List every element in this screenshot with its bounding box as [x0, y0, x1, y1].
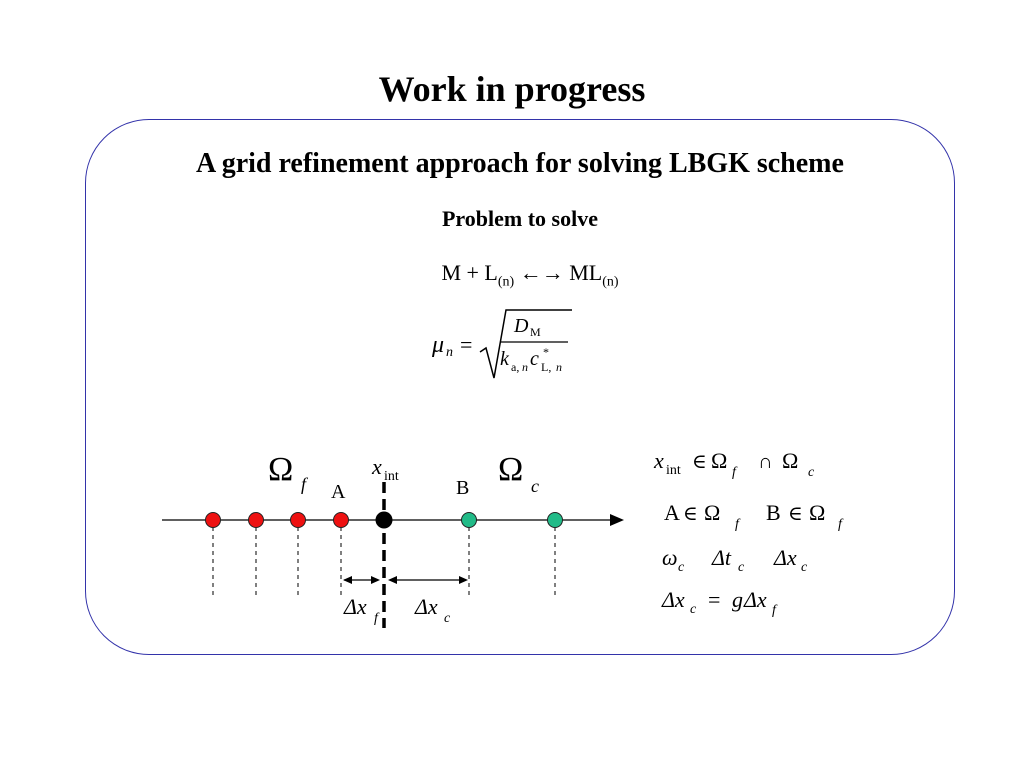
reaction-left: M + L	[441, 260, 498, 285]
omega-c-label: Ω	[498, 451, 523, 488]
rel-equals: =	[708, 587, 720, 612]
page-title: Work in progress	[378, 69, 646, 109]
mu-formula: μ n = D M k a, n c * L, n	[431, 309, 572, 379]
dx-f-sub: f	[374, 611, 380, 626]
dx-c-sub: c	[444, 611, 451, 626]
denominator-k-sub: a,	[511, 360, 519, 374]
dx-c-label: Δx	[414, 594, 438, 619]
relation-xint-intersection: x int ∈ Ω f ∩ Ω c	[653, 448, 815, 480]
sqrt-icon	[479, 309, 572, 379]
label-B: B	[456, 477, 469, 499]
fine-nodes	[205, 512, 349, 528]
numerator-D: D	[513, 315, 529, 337]
rel-dt: Δt	[711, 545, 732, 570]
element-of-icon: ∈	[788, 503, 803, 525]
coarse-nodes	[461, 512, 563, 528]
bidirectional-arrow-icon: ←→	[519, 260, 564, 285]
element-of-icon: ∈	[692, 451, 707, 473]
reaction-right: ML	[569, 260, 603, 285]
element-of-icon: ∈	[683, 503, 698, 525]
rel-omega-f-sub: f	[732, 465, 738, 480]
rel-omega-c-sub: c	[808, 465, 815, 480]
rel-omega-c: ω	[662, 545, 678, 570]
rel-dx: Δx	[773, 545, 797, 570]
coarse-node	[547, 512, 563, 528]
rel-sub-c: c	[801, 560, 808, 575]
rel-B: B	[766, 500, 781, 525]
omega-c-sub: c	[531, 476, 539, 496]
reaction-left-sub: (n)	[497, 274, 515, 290]
fine-node-A	[333, 512, 349, 528]
rel-sub-c: c	[690, 602, 697, 617]
interface-node	[375, 511, 393, 529]
relation-A-B-membership: A ∈ Ω f B ∈ Ω f	[664, 500, 844, 532]
rel-omega-f-sub: f	[838, 517, 844, 532]
fine-node	[248, 512, 264, 528]
subtitle: A grid refinement approach for solving L…	[196, 148, 844, 179]
rel-x-sub: int	[666, 463, 681, 478]
rel-sub-f: f	[772, 603, 778, 618]
fine-node	[205, 512, 221, 528]
dx-f-label: Δx	[343, 594, 367, 619]
omega-f-label: Ω	[268, 451, 293, 488]
arrowhead-icon	[371, 576, 380, 584]
rel-g: g	[732, 587, 743, 612]
rel-A: A	[664, 500, 680, 525]
dashed-guides	[212, 527, 556, 598]
relation-refinement-ratio: Δx c = g Δx f	[661, 587, 778, 618]
arrowhead-icon	[388, 576, 397, 584]
relation-coarse-params: ω c Δt c Δx c	[662, 545, 808, 575]
fine-node	[290, 512, 306, 528]
rel-x: x	[653, 448, 664, 473]
reaction-equation: M + L(n) ←→ ML(n)	[0, 260, 1024, 290]
denominator-c-sub: L,	[541, 360, 551, 374]
rel-sub-c: c	[678, 560, 685, 575]
rel-omega: Ω	[704, 500, 720, 525]
rel-omega: Ω	[782, 448, 798, 473]
mu-subscript: n	[446, 345, 453, 360]
rel-omega-f-sub: f	[735, 517, 741, 532]
content-frame	[85, 119, 955, 655]
denominator-k: k	[500, 348, 510, 370]
reaction-right-sub: (n)	[602, 274, 619, 290]
rel-sub-c: c	[738, 560, 745, 575]
omega-f-sub: f	[301, 474, 309, 494]
denominator-c-sub-n: n	[556, 360, 562, 374]
intersection-icon: ∩	[758, 451, 772, 473]
denominator-c-sup: *	[543, 345, 549, 359]
axis-arrowhead-icon	[610, 514, 624, 526]
numerator-D-sub: M	[530, 325, 541, 339]
rel-omega: Ω	[711, 448, 727, 473]
problem-heading: Problem to solve	[441, 206, 598, 231]
denominator-k-sub-n: n	[522, 360, 528, 374]
x-int-label: x	[371, 454, 382, 479]
rel-dx-f: Δx	[743, 587, 767, 612]
mu-symbol: μ	[431, 332, 444, 358]
mu-equals: =	[460, 332, 472, 357]
rel-omega: Ω	[809, 500, 825, 525]
denominator-c: c	[530, 348, 539, 370]
label-A: A	[331, 481, 346, 503]
grid-diagram: Ω f Ω c x int A B Δx f Δx c	[162, 451, 624, 628]
coarse-node-B	[461, 512, 477, 528]
rel-dx-c: Δx	[661, 587, 685, 612]
arrowhead-icon	[459, 576, 468, 584]
relations: x int ∈ Ω f ∩ Ω c A ∈ Ω f B ∈ Ω f ω c Δt…	[653, 448, 844, 618]
arrowhead-icon	[343, 576, 352, 584]
x-int-sub: int	[384, 469, 399, 484]
